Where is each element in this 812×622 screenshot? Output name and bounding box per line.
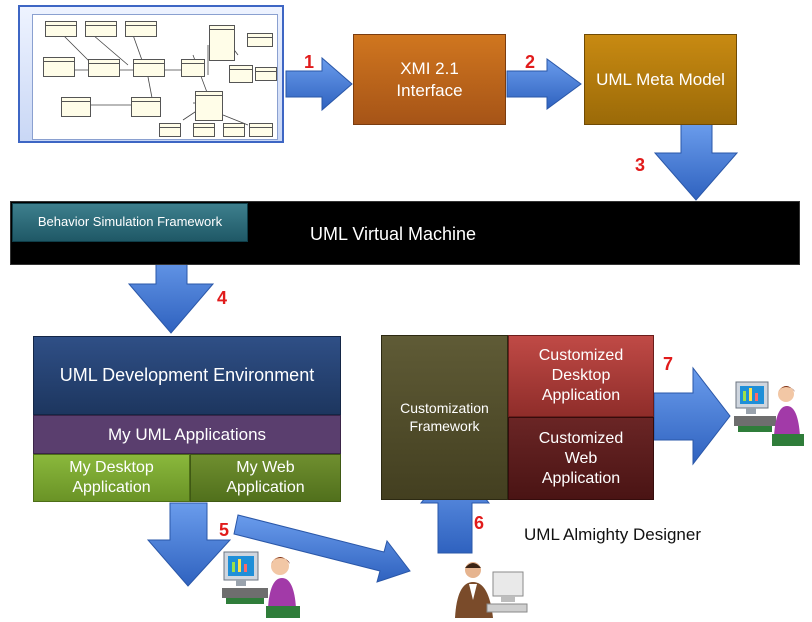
uml-class [195,91,223,121]
uml-class [133,59,165,77]
user-at-computer-icon [222,551,300,618]
arrow-3 [653,123,739,201]
uml-class-diagram-canvas [32,14,278,140]
step-number-5: 5 [219,520,230,540]
behavior-simulation-framework-label: Behavior Simulation Framework [37,214,223,230]
uml-class [45,21,77,37]
uml-class [85,21,117,37]
customized-web-application-box: Customized Web Application [508,417,654,500]
uml-almighty-designer-caption: UML Almighty Designer [524,525,701,544]
arrow-5-down [146,502,232,587]
behavior-simulation-framework-box: Behavior Simulation Framework [12,203,248,242]
arrow-7 [653,366,731,466]
customized-desktop-application-box: Customized Desktop Application [508,335,654,417]
arrow-5-diagonal [233,514,411,583]
uml-class [193,123,215,137]
step-number-6: 6 [474,513,485,533]
uml-class [223,123,245,137]
customization-framework-box: Customization Framework [381,335,508,500]
my-uml-applications-box: My UML Applications [33,415,341,454]
uml-class [88,59,120,77]
uml-class [131,97,161,117]
uml-class [43,57,75,77]
uml-meta-model-box: UML Meta Model [584,34,737,125]
customized-web-application-label: Customized Web Application [538,429,624,487]
arrow-1 [285,56,353,112]
customization-framework-label: Customization Framework [400,400,489,434]
arrow-2 [506,58,582,110]
my-web-application-box: My Web Application [190,454,341,502]
step-number-3: 3 [635,155,646,175]
step-number-2: 2 [525,52,536,72]
user-at-computer-icon [734,381,804,446]
xmi-interface-box: XMI 2.1 Interface [353,34,506,125]
uml-class [249,123,273,137]
uml-class [229,65,253,83]
uml-class [181,59,205,77]
uml-class [125,21,157,37]
uml-class [255,67,277,81]
uml-meta-model-label: UML Meta Model [596,69,725,89]
my-web-application-label: My Web Application [226,459,305,496]
my-uml-applications-label: My UML Applications [107,424,267,444]
designer-at-computer-icon [455,562,528,618]
xmi-interface-label: XMI 2.1 Interface [396,59,463,100]
uml-class-diagram-thumbnail [18,5,284,143]
my-desktop-application-box: My Desktop Application [33,454,190,502]
my-desktop-application-label: My Desktop Application [69,459,154,496]
uml-class [209,25,235,61]
step-number-1: 1 [304,52,315,72]
uml-development-environment-box: UML Development Environment [33,336,341,415]
step-number-7: 7 [663,354,674,374]
uml-class [61,97,91,117]
uml-class [247,33,273,47]
uml-virtual-machine-label: UML Virtual Machine [310,224,477,244]
uml-development-environment-label: UML Development Environment [59,365,315,386]
uml-class [159,123,181,137]
customized-desktop-application-label: Customized Desktop Application [538,347,624,404]
step-number-4: 4 [217,288,228,308]
